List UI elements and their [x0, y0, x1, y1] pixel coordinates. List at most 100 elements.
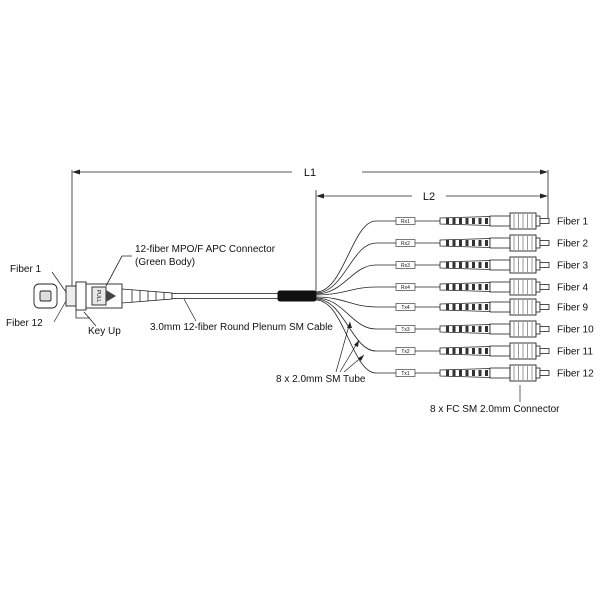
fc-key — [535, 281, 541, 293]
fc-crimp-sleeve — [489, 281, 511, 293]
fc-boot-rib — [452, 284, 456, 290]
fc-boot-rib — [459, 240, 462, 246]
fc-key — [535, 301, 541, 313]
leg-tag-label: Rx3 — [401, 263, 410, 269]
fc-boot-rib — [485, 262, 488, 268]
sm-tube — [315, 299, 396, 374]
mpo-connector-label-line2: (Green Body) — [135, 257, 195, 268]
l2-label: L2 — [423, 191, 435, 203]
fc-ferrule — [539, 348, 550, 354]
fc-boot-rib — [459, 304, 462, 310]
sm-tube-arrow — [347, 322, 352, 328]
fc-boot-rib — [446, 240, 449, 246]
key-up-leader — [83, 311, 97, 327]
mpo-boot — [121, 288, 173, 304]
fiber-label: Fiber 1 — [557, 217, 589, 228]
fc-boot-rib — [465, 284, 469, 290]
fc-boot-rib — [478, 348, 482, 354]
mpo-connector-label-line1: 12-fiber MPO/F APC Connector — [135, 244, 276, 255]
fc-boot-rib — [485, 304, 488, 310]
fc-boot-rib — [446, 218, 449, 224]
sm-tube — [315, 286, 396, 296]
sm-tube — [315, 298, 396, 352]
sm-tube-arrow — [354, 340, 359, 347]
fc-boot-rib — [446, 348, 449, 354]
fc-boot-rib — [472, 240, 475, 246]
fc-ferrule — [539, 304, 550, 310]
mpo-coupling — [75, 281, 87, 311]
fc-boot-rib — [472, 370, 475, 376]
fc-ferrule — [539, 218, 550, 224]
fc-key — [535, 215, 541, 227]
fc-boot-rib — [478, 326, 482, 332]
fc-boot-rib — [459, 348, 462, 354]
leg-tag-label: Tx3 — [401, 327, 410, 333]
l1-arrow-right — [540, 169, 548, 175]
round-cable-jacket — [171, 293, 279, 299]
fc-boot-rib — [452, 218, 456, 224]
fc-boot-rib — [478, 304, 482, 310]
fiber-12-left-label: Fiber 12 — [6, 318, 43, 329]
round-cable — [171, 293, 279, 299]
fiber-label: Fiber 10 — [557, 325, 594, 336]
dimension-l1 — [71, 169, 549, 290]
fc-boot-rib — [485, 326, 488, 332]
fc-boot-rib — [459, 326, 462, 332]
fc-boot-rib — [485, 284, 488, 290]
fc-boot-rib — [465, 370, 469, 376]
sm-tube-label: 8 x 2.0mm SM Tube — [276, 374, 366, 385]
fc-boot-rib — [478, 370, 482, 376]
fc-boot-rib — [472, 262, 475, 268]
l2-arrow-left — [316, 193, 324, 199]
sm-tube — [315, 296, 396, 308]
leg-tag-label: Tx1 — [401, 371, 410, 377]
fc-boot-rib — [452, 304, 456, 310]
mpo-connector — [65, 281, 123, 311]
sm-tube-leader — [335, 321, 351, 373]
leg-tx2: Tx2 Fiber 11 — [315, 298, 593, 360]
fiber-1-leader — [51, 271, 67, 293]
fc-boot-rib — [485, 218, 488, 224]
fiber-label: Fiber 11 — [557, 347, 593, 358]
fc-boot-rib — [446, 304, 449, 310]
key-up-label: Key Up — [88, 326, 121, 337]
mpo-end-face — [33, 283, 58, 309]
fc-boot-rib — [465, 326, 469, 332]
dimension-l2 — [315, 190, 548, 296]
leg-tag-label: Rx2 — [401, 241, 410, 247]
fc-boot-rib — [478, 240, 482, 246]
sm-tube-arrow — [358, 355, 364, 361]
fc-boot-rib — [465, 304, 469, 310]
fiber-label: Fiber 2 — [557, 239, 589, 250]
fc-boot-rib — [485, 348, 488, 354]
round-cable-leader — [183, 298, 197, 322]
fc-crimp-sleeve — [489, 237, 511, 249]
fc-boot-rib — [446, 370, 449, 376]
fc-ferrule — [539, 284, 550, 290]
fc-crimp-sleeve — [489, 215, 511, 227]
breakout-furcation — [277, 290, 317, 302]
fc-boot-rib — [459, 370, 462, 376]
fc-boot-rib — [446, 284, 449, 290]
mpo-connector-leader — [105, 255, 132, 287]
pull-tab-label: PULL — [95, 290, 101, 303]
leg-rx2: Rx2 Fiber 2 — [315, 234, 589, 294]
leg-tag-label: Tx4 — [401, 305, 410, 311]
fc-boot-rib — [459, 284, 462, 290]
l1-arrow-left — [72, 169, 80, 175]
fc-boot-rib — [472, 304, 475, 310]
fc-boot-rib — [452, 240, 456, 246]
fc-boot-rib — [485, 240, 488, 246]
fc-boot-rib — [452, 326, 456, 332]
fc-boot-rib — [459, 262, 462, 268]
fc-boot-rib — [459, 218, 462, 224]
fiber-label: Fiber 4 — [557, 283, 589, 294]
fc-key — [535, 237, 541, 249]
leg-tag-label: Tx2 — [401, 349, 410, 355]
